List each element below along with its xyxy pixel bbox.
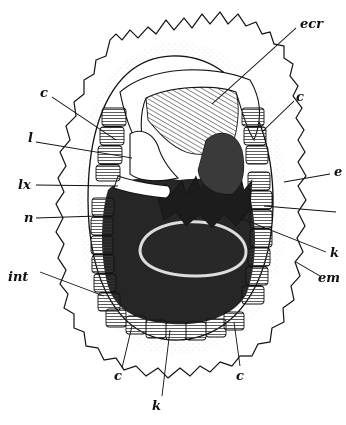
label-k-bottom: k: [152, 399, 161, 414]
label-c-bottom-left: c: [114, 369, 122, 384]
label-ecr: ecr: [300, 17, 324, 32]
label-l: l: [28, 131, 33, 146]
label-k-right: k: [330, 246, 339, 261]
label-int: int: [8, 270, 28, 285]
label-em: em: [318, 271, 340, 286]
label-c-bottom-right: c: [236, 369, 244, 384]
label-c-top-left: c: [40, 86, 48, 101]
label-c-top-right: c: [296, 90, 304, 105]
hatched-region-k: [140, 222, 246, 276]
label-e: e: [334, 165, 342, 180]
label-n: n: [24, 211, 33, 226]
label-lx: lx: [18, 178, 31, 193]
